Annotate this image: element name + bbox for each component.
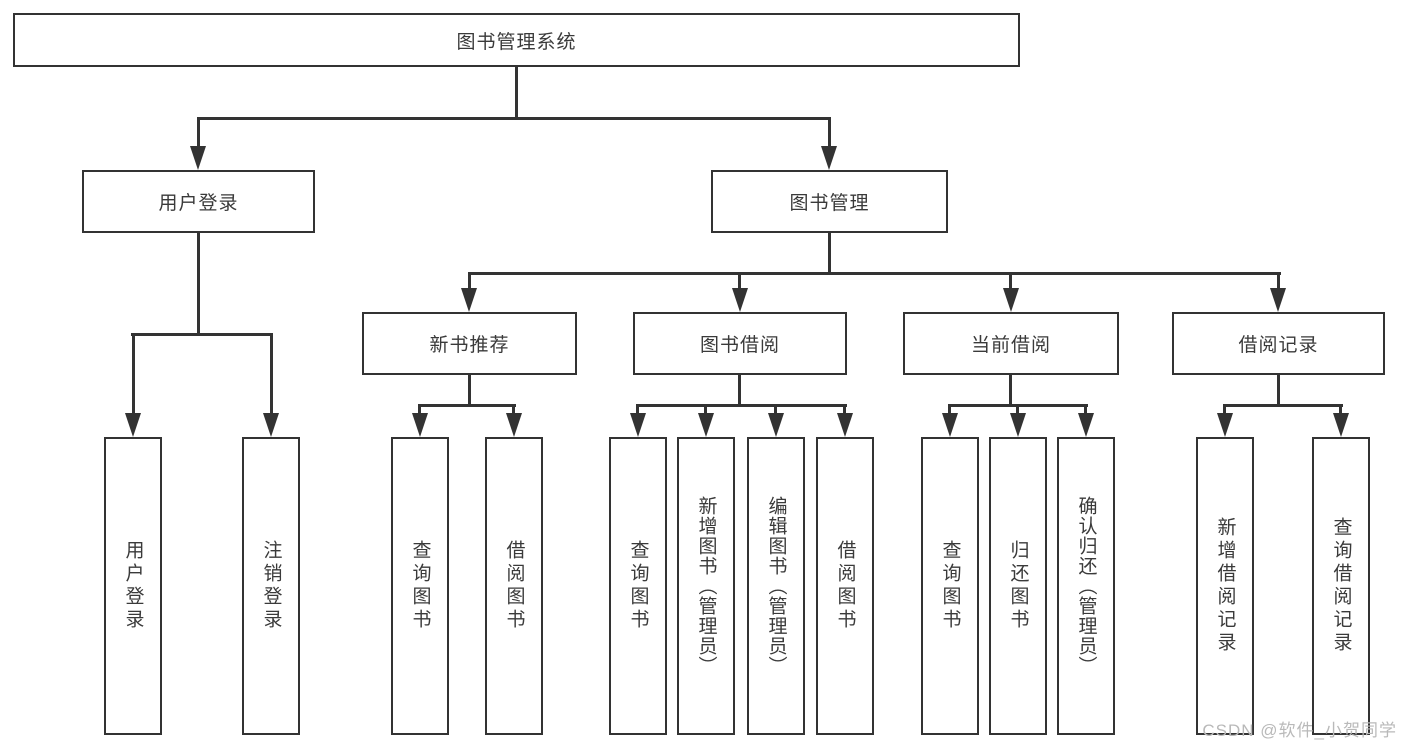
arrow-down-icon [821, 146, 837, 170]
leaf-add-book-admin: 新增图书（管理员） [677, 437, 735, 735]
node-new-book-recommend-label: 新书推荐 [429, 335, 510, 356]
connector-line [468, 374, 471, 406]
leaf-query-books-recommend: 查询图书 [391, 437, 449, 735]
connector-line [1009, 272, 1012, 292]
leaf-edit-book-admin-label: 编辑图书（管理员） [765, 496, 787, 676]
node-new-book-recommend: 新书推荐 [362, 312, 577, 375]
arrow-down-icon [506, 413, 522, 437]
arrow-down-icon [698, 413, 714, 437]
connector-line [1223, 404, 1343, 407]
connector-line [132, 333, 135, 413]
connector-line [1277, 374, 1280, 406]
connector-line [636, 404, 847, 407]
arrow-down-icon [1010, 413, 1026, 437]
leaf-edit-book-admin: 编辑图书（管理员） [747, 437, 805, 735]
connector-line [828, 232, 831, 274]
connector-line [738, 374, 741, 406]
leaf-query-books-current: 查询图书 [921, 437, 979, 735]
connector-line [515, 67, 518, 119]
arrow-down-icon [942, 413, 958, 437]
connector-line [512, 404, 515, 416]
connector-line [1016, 404, 1019, 416]
connector-line [1339, 404, 1342, 416]
leaf-add-book-admin-label: 新增图书（管理员） [695, 496, 717, 676]
connector-line [1009, 374, 1012, 406]
connector-line [197, 117, 200, 149]
leaf-query-books-current-label: 查询图书 [939, 540, 961, 632]
node-borrow-records: 借阅记录 [1172, 312, 1385, 375]
connector-line [197, 117, 831, 120]
arrow-down-icon [1003, 288, 1019, 312]
arrow-down-icon [1270, 288, 1286, 312]
node-book-borrow-label: 图书借阅 [699, 335, 780, 356]
leaf-user-login: 用户登录 [104, 437, 162, 735]
arrow-down-icon [732, 288, 748, 312]
leaf-return-book: 归还图书 [989, 437, 1047, 735]
arrow-down-icon [1078, 413, 1094, 437]
connector-line [197, 232, 200, 335]
connector-line [636, 404, 639, 416]
connector-line [418, 404, 516, 407]
arrow-down-icon [461, 288, 477, 312]
connector-line [1223, 404, 1226, 416]
node-book-management-label: 图书管理 [789, 193, 870, 214]
connector-line [1084, 404, 1087, 416]
leaf-add-borrow-record: 新增借阅记录 [1196, 437, 1254, 735]
node-current-borrow-label: 当前借阅 [970, 335, 1051, 356]
leaf-borrow-books: 借阅图书 [816, 437, 874, 735]
arrow-down-icon [125, 413, 141, 437]
connector-line [468, 272, 471, 292]
arrow-down-icon [1333, 413, 1349, 437]
connector-line [468, 272, 1281, 275]
connector-line [418, 404, 421, 416]
arrow-down-icon [837, 413, 853, 437]
leaf-confirm-return-admin-label: 确认归还（管理员） [1075, 496, 1097, 676]
leaf-add-borrow-record-label: 新增借阅记录 [1214, 517, 1236, 655]
connector-line [774, 404, 777, 416]
leaf-return-book-label: 归还图书 [1007, 540, 1029, 632]
leaf-confirm-return-admin: 确认归还（管理员） [1057, 437, 1115, 735]
arrow-down-icon [768, 413, 784, 437]
connector-line [704, 404, 707, 416]
arrow-down-icon [1217, 413, 1233, 437]
leaf-user-login-label: 用户登录 [122, 540, 144, 632]
node-borrow-records-label: 借阅记录 [1238, 335, 1319, 356]
node-book-management: 图书管理 [711, 170, 948, 233]
leaf-borrow-books-recommend: 借阅图书 [485, 437, 543, 735]
node-user-login-label: 用户登录 [158, 193, 239, 214]
node-root-library-management-system: 图书管理系统 [13, 13, 1020, 67]
connector-line [270, 333, 273, 413]
connector-line [738, 272, 741, 292]
node-user-login: 用户登录 [82, 170, 315, 233]
arrow-down-icon [190, 146, 206, 170]
arrow-down-icon [412, 413, 428, 437]
node-book-borrow: 图书借阅 [633, 312, 847, 375]
leaf-query-books-borrow: 查询图书 [609, 437, 667, 735]
arrow-down-icon [630, 413, 646, 437]
connector-line [828, 117, 831, 149]
leaf-logout: 注销登录 [242, 437, 300, 735]
leaf-query-borrow-record-label: 查询借阅记录 [1330, 517, 1352, 655]
connector-line [843, 404, 846, 416]
connector-line [1277, 272, 1280, 292]
leaf-query-borrow-record: 查询借阅记录 [1312, 437, 1370, 735]
leaf-logout-label: 注销登录 [260, 540, 282, 632]
connector-line [131, 333, 273, 336]
node-current-borrow: 当前借阅 [903, 312, 1119, 375]
node-root-label: 图书管理系统 [456, 31, 577, 53]
arrow-down-icon [263, 413, 279, 437]
leaf-query-books-recommend-label: 查询图书 [409, 540, 431, 632]
leaf-borrow-books-recommend-label: 借阅图书 [503, 540, 525, 632]
leaf-query-books-borrow-label: 查询图书 [627, 540, 649, 632]
connector-line [948, 404, 951, 416]
leaf-borrow-books-label: 借阅图书 [834, 540, 856, 632]
watermark: CSDN @软件_小贺同学 [1202, 721, 1397, 740]
